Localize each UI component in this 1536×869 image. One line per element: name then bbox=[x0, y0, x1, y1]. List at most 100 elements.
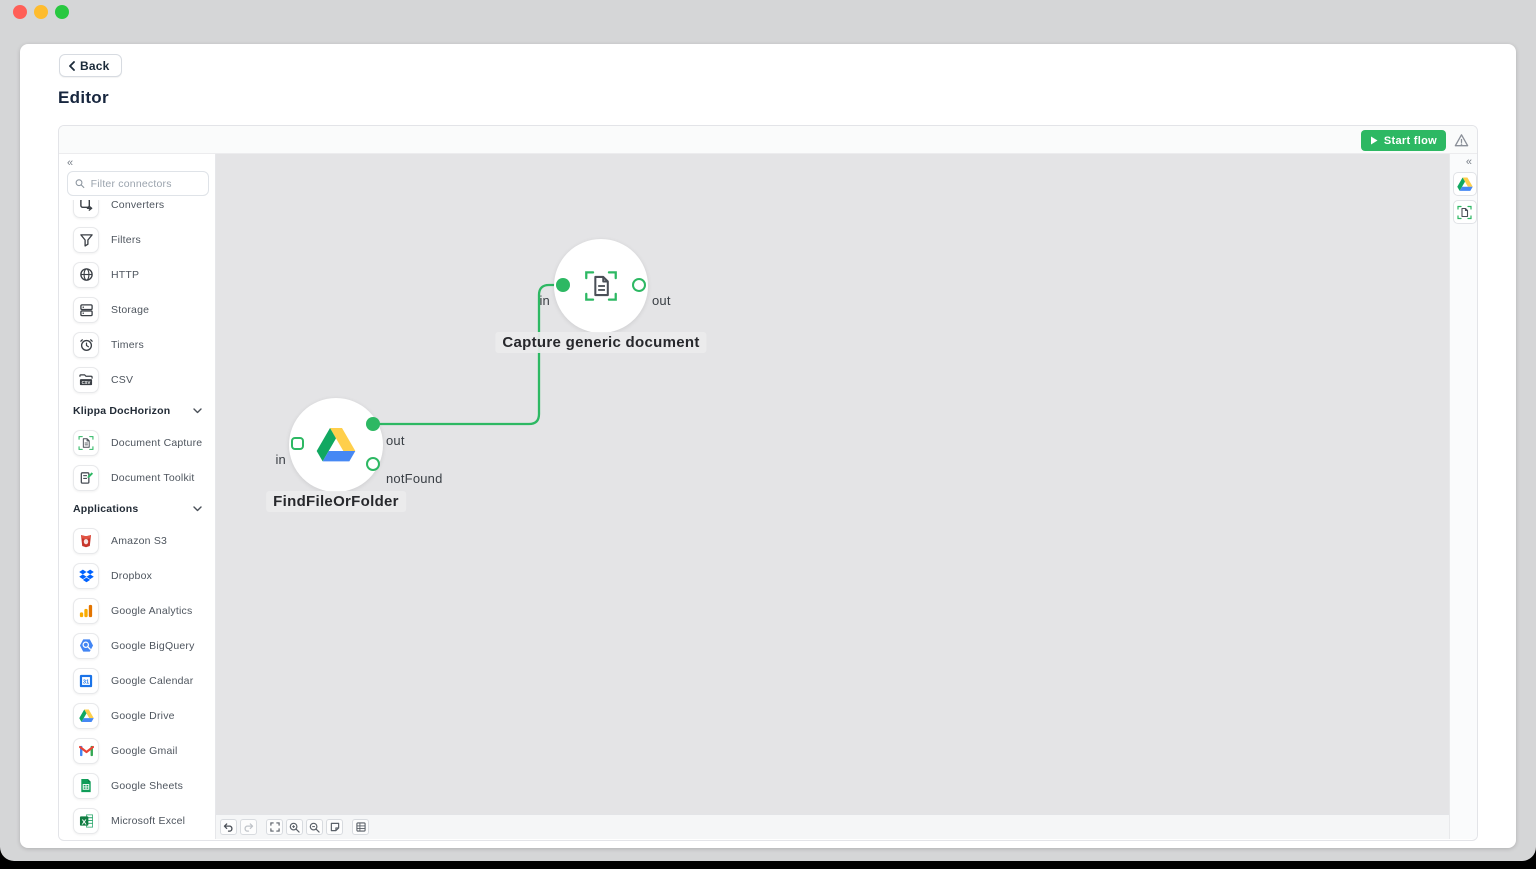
connector-item-google-sheets[interactable]: Google Sheets bbox=[59, 768, 215, 803]
connector-item-dropbox[interactable]: Dropbox bbox=[59, 558, 215, 593]
connector-label: Google BigQuery bbox=[111, 639, 195, 652]
connector-item-google-analytics[interactable]: Google Analytics bbox=[59, 593, 215, 628]
google-bigquery-icon bbox=[73, 632, 99, 659]
connector-item-converters[interactable]: Converters bbox=[59, 200, 215, 222]
edge-findfile-to-capture bbox=[371, 283, 565, 426]
chevron-left-icon bbox=[69, 60, 75, 71]
connector-item-http[interactable]: HTTP bbox=[59, 257, 215, 292]
close-window-button[interactable] bbox=[13, 5, 27, 19]
undo-button[interactable] bbox=[220, 819, 237, 835]
svg-text:X: X bbox=[81, 817, 86, 826]
sidebar-collapse-button[interactable]: « bbox=[67, 157, 74, 169]
connector-item-csv[interactable]: CSV CSV bbox=[59, 362, 215, 397]
connector-item-google-gmail[interactable]: Google Gmail bbox=[59, 733, 215, 768]
connector-item-storage[interactable]: Storage bbox=[59, 292, 215, 327]
port-findfile-out[interactable] bbox=[366, 417, 380, 431]
document-capture-icon bbox=[73, 429, 99, 456]
google-sheets-icon bbox=[73, 772, 99, 799]
svg-text:31: 31 bbox=[83, 679, 89, 685]
zoom-out-button[interactable] bbox=[306, 819, 323, 835]
connector-label: Amazon S3 bbox=[111, 534, 168, 547]
port-findfile-notfound[interactable] bbox=[366, 457, 380, 471]
amazon-s3-icon bbox=[73, 527, 99, 554]
google-drive-icon bbox=[73, 702, 99, 729]
section-label: Klippa DocHorizon bbox=[73, 405, 171, 417]
connector-label: HTTP bbox=[111, 268, 140, 281]
connector-list: Converters Filters HTTP bbox=[59, 200, 215, 839]
search-input[interactable] bbox=[90, 177, 201, 190]
page-title: Editor bbox=[58, 88, 109, 107]
port-capture-out[interactable] bbox=[632, 278, 646, 292]
play-icon bbox=[1370, 136, 1378, 145]
flow-nodes-panel: « bbox=[1449, 154, 1477, 839]
port-label-out: out bbox=[386, 433, 405, 448]
connector-item-timers[interactable]: Timers bbox=[59, 327, 215, 362]
port-label-in: in bbox=[275, 452, 286, 467]
google-calendar-icon: 31 bbox=[73, 667, 99, 694]
connector-label: Converters bbox=[111, 200, 165, 211]
connector-item-google-drive[interactable]: Google Drive bbox=[59, 698, 215, 733]
filter-funnel-icon bbox=[73, 226, 99, 253]
connector-item-filters[interactable]: Filters bbox=[59, 222, 215, 257]
port-label-out: out bbox=[652, 293, 671, 308]
connector-label: Google Sheets bbox=[111, 779, 184, 792]
zoom-in-button[interactable] bbox=[286, 819, 303, 835]
connector-item-amazon-s3[interactable]: Amazon S3 bbox=[59, 523, 215, 558]
connector-label: Timers bbox=[111, 338, 144, 351]
mini-node-document-capture[interactable] bbox=[1452, 200, 1477, 224]
chevron-down-icon bbox=[193, 408, 202, 414]
google-analytics-icon bbox=[73, 597, 99, 624]
fit-view-button[interactable] bbox=[266, 819, 283, 835]
document-capture-icon bbox=[585, 271, 617, 301]
port-label-in: in bbox=[539, 293, 550, 308]
port-capture-in[interactable] bbox=[556, 278, 570, 292]
gmail-icon bbox=[73, 737, 99, 764]
flow-editor-panel: Start flow « bbox=[58, 125, 1478, 841]
warning-triangle-icon[interactable] bbox=[1453, 132, 1470, 149]
connector-item-microsoft-excel[interactable]: X Microsoft Excel bbox=[59, 803, 215, 838]
connector-label: Document Capture bbox=[111, 436, 203, 449]
editor-topbar: Start flow bbox=[59, 126, 1477, 154]
section-klippa-dochorizon[interactable]: Klippa DocHorizon bbox=[59, 397, 215, 425]
back-button[interactable]: Back bbox=[59, 54, 122, 77]
dropbox-icon bbox=[73, 562, 99, 589]
section-applications[interactable]: Applications bbox=[59, 495, 215, 523]
microsoft-excel-icon: X bbox=[73, 807, 99, 834]
node-title-capture-generic-document: Capture generic document bbox=[495, 332, 707, 353]
flow-canvas[interactable]: in out notFound FindFileOrFolder in out … bbox=[216, 154, 1449, 814]
connector-label: Google Calendar bbox=[111, 674, 194, 687]
maximize-window-button[interactable] bbox=[55, 5, 69, 19]
connector-label: Google Drive bbox=[111, 709, 175, 722]
csv-file-icon: CSV bbox=[73, 366, 99, 393]
minimize-window-button[interactable] bbox=[34, 5, 48, 19]
chevron-down-icon bbox=[193, 506, 202, 512]
mini-node-google-drive[interactable] bbox=[1452, 172, 1477, 196]
node-title-findfileorfolder: FindFileOrFolder bbox=[266, 491, 406, 512]
alarm-clock-icon bbox=[73, 331, 99, 358]
storage-icon bbox=[73, 296, 99, 323]
port-label-notfound: notFound bbox=[386, 471, 443, 486]
right-panel-collapse-button[interactable]: « bbox=[1465, 156, 1472, 168]
connector-label: Google Gmail bbox=[111, 744, 178, 757]
connector-search[interactable] bbox=[67, 171, 209, 196]
connector-label: Dropbox bbox=[111, 569, 153, 582]
page-button[interactable] bbox=[326, 819, 343, 835]
connector-label: CSV bbox=[111, 373, 134, 386]
start-flow-label: Start flow bbox=[1383, 134, 1437, 147]
back-button-label: Back bbox=[80, 58, 110, 73]
svg-text:CSV: CSV bbox=[82, 379, 91, 384]
google-drive-icon bbox=[316, 427, 356, 461]
connector-label: Document Toolkit bbox=[111, 471, 195, 484]
connector-item-document-capture[interactable]: Document Capture bbox=[59, 425, 215, 460]
connector-item-document-toolkit[interactable]: Document Toolkit bbox=[59, 460, 215, 495]
grid-button[interactable] bbox=[352, 819, 369, 835]
connector-sidebar: « Converters bbox=[59, 154, 216, 839]
connector-item-google-bigquery[interactable]: Google BigQuery bbox=[59, 628, 215, 663]
start-flow-button[interactable]: Start flow bbox=[1360, 130, 1446, 151]
node-findfileorfolder[interactable] bbox=[289, 398, 383, 492]
port-findfile-in[interactable] bbox=[291, 437, 304, 450]
connector-item-google-calendar[interactable]: 31 Google Calendar bbox=[59, 663, 215, 698]
redo-button[interactable] bbox=[240, 819, 257, 835]
connector-label: Filters bbox=[111, 233, 141, 246]
